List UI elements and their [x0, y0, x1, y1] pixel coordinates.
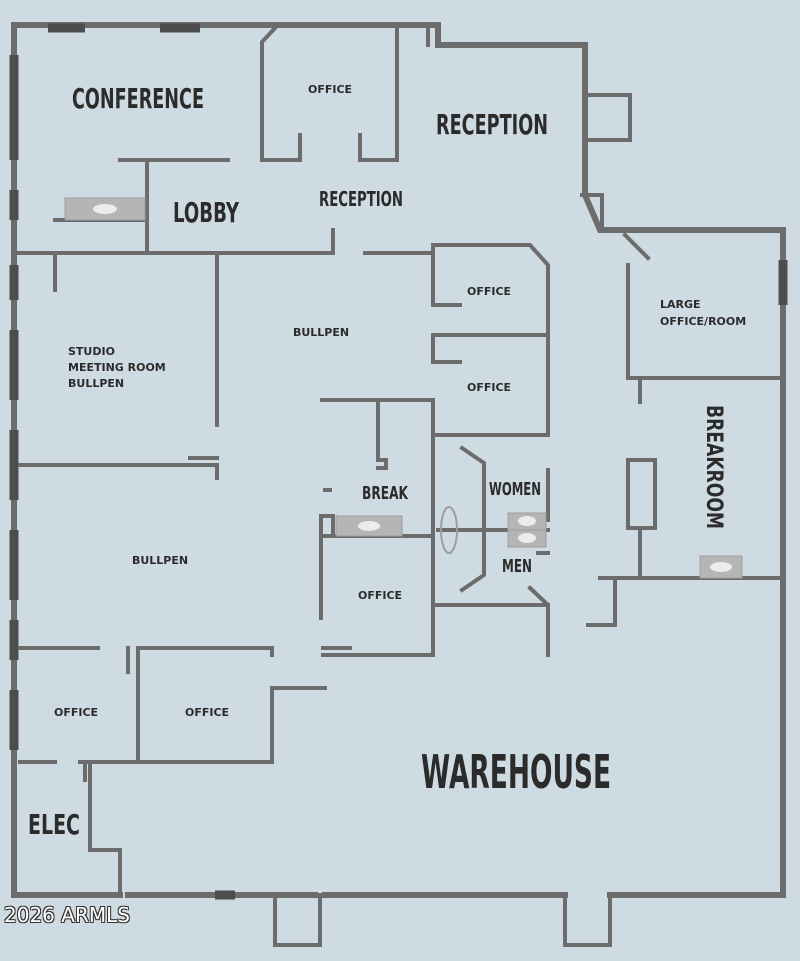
label-office-1: OFFICE	[467, 285, 511, 298]
label-reception-main: RECEPTION	[436, 108, 548, 141]
copyright-watermark: 2026 ARMLS	[4, 903, 130, 927]
label-bullpen-upper: BULLPEN	[293, 326, 349, 339]
women-sink-basin	[518, 516, 536, 526]
label-office-3: OFFICE	[358, 589, 402, 602]
drinking-fountain	[440, 506, 458, 554]
lobby-fixture-light	[93, 204, 117, 214]
fixtures	[64, 197, 743, 579]
break-sink	[358, 521, 380, 531]
label-women: WOMEN	[489, 479, 541, 500]
exterior-walls	[11, 22, 786, 947]
exterior-wall-accents	[9, 23, 788, 900]
label-office-5: OFFICE	[185, 706, 229, 719]
label-bullpen-lower: BULLPEN	[132, 554, 188, 567]
label-office-4: OFFICE	[54, 706, 98, 719]
label-office-2: OFFICE	[467, 381, 511, 394]
label-breakroom: BREAKROOM	[701, 405, 726, 529]
label-lobby: LOBBY	[173, 196, 239, 229]
interior-walls	[12, 25, 785, 897]
label-elec: ELEC	[28, 808, 80, 841]
label-studio-2: MEETING ROOM	[68, 361, 166, 374]
room-labels: CONFERENCE OFFICE RECEPTION LOBBY RECEPT…	[28, 82, 746, 841]
label-break: BREAK	[362, 483, 409, 504]
label-studio-1: STUDIO	[68, 345, 115, 358]
label-large-office-1: LARGE	[660, 298, 701, 311]
label-studio-3: BULLPEN	[68, 377, 124, 390]
label-reception-inner: RECEPTION	[319, 187, 403, 211]
label-conference: CONFERENCE	[72, 82, 204, 115]
label-large-office-2: OFFICE/ROOM	[660, 315, 746, 328]
breakroom-sink-basin	[710, 562, 732, 572]
label-warehouse: WAREHOUSE	[421, 745, 611, 799]
men-sink-basin	[518, 533, 536, 543]
label-office-top: OFFICE	[308, 83, 352, 96]
label-men: MEN	[502, 556, 532, 577]
